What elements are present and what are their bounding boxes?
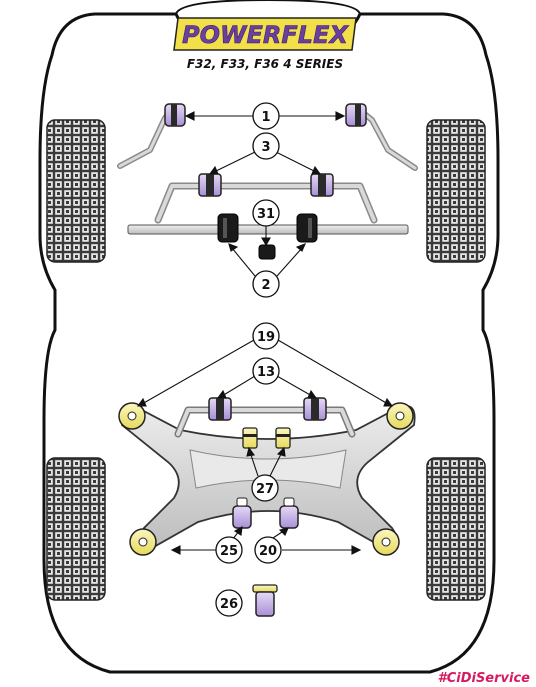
bushing-icon [242,427,258,449]
bushing-icon [258,244,276,260]
bushing-icon [129,528,157,556]
svg-text:13: 13 [257,365,275,380]
svg-text:3: 3 [261,140,270,155]
tyre-icon [426,457,486,601]
bushing-icon [164,103,186,127]
callout-26: 26 [215,589,243,617]
bushing-icon [208,397,232,421]
bushing-icon [296,213,318,243]
tyre-icon [426,119,486,263]
callout-20: 20 [254,536,282,564]
brand-name: POWERFLEX [182,21,349,49]
callout-3: 3 [252,132,280,160]
svg-text:27: 27 [256,482,274,497]
bushing-icon [275,427,291,449]
bushing-icon [217,213,239,243]
leader-lines [136,111,394,555]
callout-25: 25 [215,536,243,564]
svg-text:2: 2 [261,278,270,293]
bushing-icon [252,584,278,617]
bushing-icon [372,528,400,556]
svg-text:19: 19 [257,330,275,345]
callout-13: 13 [252,357,280,385]
callout-27: 27 [251,474,279,502]
bushing-icon [303,397,327,421]
svg-text:20: 20 [259,544,277,559]
callout-19: 19 [252,322,280,350]
watermark: #CiDiService [438,671,531,686]
svg-text:25: 25 [220,544,238,559]
bushing-icon [198,173,222,197]
bushing-icon [310,173,334,197]
callout-1: 1 [252,102,280,130]
callout-31: 31 [252,199,280,227]
brand-logo: POWERFLEX [173,17,357,51]
subtitle: F32, F33, F36 4 SERIES [187,57,343,71]
bushing-icon [345,103,367,127]
callout-2: 2 [252,270,280,298]
svg-text:1: 1 [261,110,270,125]
svg-text:26: 26 [220,597,238,612]
bushing-icon [386,402,414,430]
bonnet-line [175,0,361,15]
tyre-icon [46,119,106,263]
bushing-icon [279,497,299,529]
svg-text:31: 31 [257,207,275,222]
tyre-icon [46,457,106,601]
bushing-icon [118,402,146,430]
